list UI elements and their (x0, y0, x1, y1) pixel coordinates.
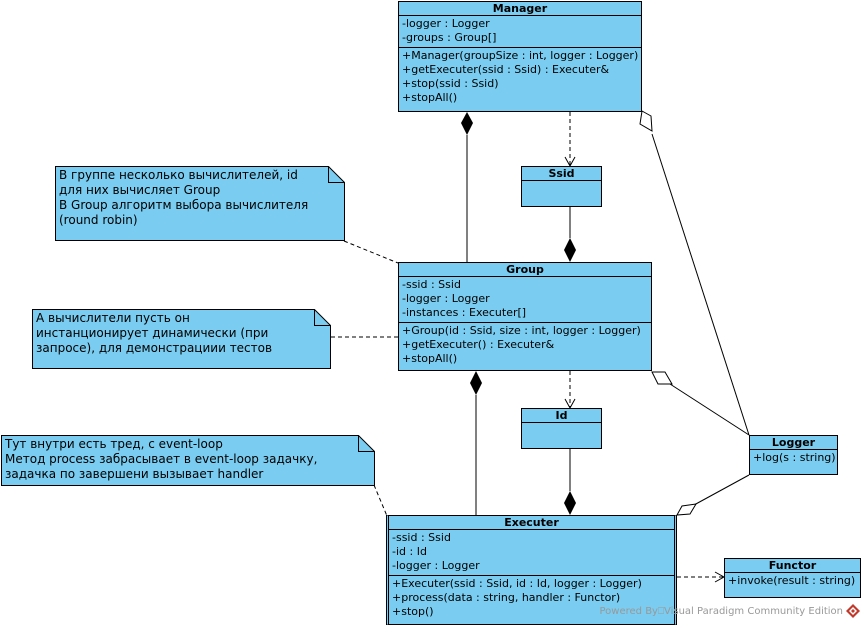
note-shape (32, 309, 331, 369)
class-id-title: Id (522, 409, 601, 423)
class-executer[interactable]: Executer -ssid : Ssid -id : Id -logger :… (386, 515, 677, 625)
class-logger[interactable]: Logger +log(s : string) (749, 435, 838, 475)
attribute: -logger : Logger (402, 17, 490, 30)
operation: +Manager(groupSize : int, logger : Logge… (402, 49, 639, 62)
note-line: В группе несколько вычислителей, id (59, 168, 298, 182)
operation: +stopAll() (402, 91, 458, 104)
group-logger-aggregation-diamond (651, 371, 673, 385)
class-ssid[interactable]: Ssid (521, 166, 602, 207)
class-group-operations: +Group(id : Ssid, size : int, logger : L… (399, 322, 651, 368)
note-group[interactable]: В группе несколько вычислителей, id для … (55, 166, 345, 241)
class-group[interactable]: Group -ssid : Ssid -logger : Logger -ins… (398, 262, 652, 371)
operation: +Executer(ssid : Ssid, id : Id, logger :… (392, 577, 642, 590)
manager-logger-aggregation-line (651, 133, 750, 436)
operation: +log(s : string) (753, 451, 836, 464)
class-logger-operations: +log(s : string) (750, 450, 837, 467)
attribute: -instances : Executer[] (402, 306, 527, 319)
operation: +process(data : string, handler : Functo… (392, 591, 621, 604)
group-logger-aggregation-line (669, 383, 750, 436)
class-manager[interactable]: Manager -logger : Logger -groups : Group… (398, 1, 642, 112)
id-executer-composition-diamond (564, 491, 576, 515)
note-shape (55, 166, 345, 241)
group-executer-composition-diamond (470, 371, 482, 395)
attribute: -logger : Logger (402, 292, 490, 305)
watermark-text: Powered By⎕Visual Paradigm Community Edi… (599, 606, 844, 617)
executer-logger-aggregation-diamond (676, 503, 697, 516)
attribute: -ssid : Ssid (392, 531, 451, 544)
class-logger-title: Logger (750, 436, 837, 450)
thread-note-anchor (373, 484, 388, 517)
attribute: -logger : Logger (392, 559, 480, 572)
class-group-title: Group (399, 263, 651, 277)
note-line: А вычислители пусть он (36, 311, 190, 325)
note-line: для них вычисляет Group (59, 183, 221, 197)
note-line: инстанционирует динамически (при (36, 326, 269, 340)
note-shape (1, 435, 375, 486)
manager-logger-aggregation-diamond (639, 110, 653, 132)
operation: +stop(ssid : Ssid) (402, 77, 499, 90)
class-executer-operations: +Executer(ssid : Ssid, id : Id, logger :… (389, 575, 674, 621)
attribute: -groups : Group[] (402, 31, 497, 44)
class-functor-operations: +invoke(result : string) (725, 573, 860, 590)
note-line: Тут внутри есть тред, с event-loop (5, 437, 223, 451)
operation: +getExecuter(ssid : Ssid) : Executer& (402, 63, 610, 76)
class-functor[interactable]: Functor +invoke(result : string) (724, 558, 861, 598)
class-manager-title: Manager (399, 2, 641, 16)
operation: +Group(id : Ssid, size : int, logger : L… (402, 324, 641, 337)
class-id[interactable]: Id (521, 408, 602, 449)
note-line: задачка по завершени вызывает handler (5, 467, 264, 481)
class-ssid-title: Ssid (522, 167, 601, 181)
note-executer-creation[interactable]: А вычислители пусть он инстанционирует д… (32, 309, 331, 369)
operation: +getExecuter() : Executer& (402, 338, 555, 351)
note-line: Метод process забрасывает в event-loop з… (5, 452, 318, 466)
note-line: запросе), для демонстрациии тестов (36, 341, 273, 355)
class-manager-attributes: -logger : Logger -groups : Group[] (399, 16, 641, 47)
group-note-anchor (343, 240, 399, 264)
class-manager-operations: +Manager(groupSize : int, logger : Logge… (399, 47, 641, 107)
operation: +stopAll() (402, 352, 458, 365)
visual-paradigm-logo-icon (846, 604, 860, 618)
note-thread[interactable]: Тут внутри есть тред, с event-loop Метод… (1, 435, 375, 486)
operation: +invoke(result : string) (728, 574, 856, 587)
attribute: -ssid : Ssid (402, 278, 461, 291)
note-line: В Group алгоритм выбора вычислителя (59, 198, 309, 212)
attribute: -id : Id (392, 545, 427, 558)
class-group-attributes: -ssid : Ssid -logger : Logger -instances… (399, 277, 651, 322)
class-executer-title: Executer (389, 516, 674, 530)
note-line: (round robin) (59, 213, 138, 227)
operation: +stop() (392, 605, 434, 618)
ssid-group-composition-diamond (564, 238, 576, 262)
executer-logger-aggregation-line (693, 474, 750, 506)
class-functor-title: Functor (725, 559, 860, 573)
manager-group-composition-diamond (461, 112, 473, 135)
class-executer-attributes: -ssid : Ssid -id : Id -logger : Logger (389, 530, 674, 575)
